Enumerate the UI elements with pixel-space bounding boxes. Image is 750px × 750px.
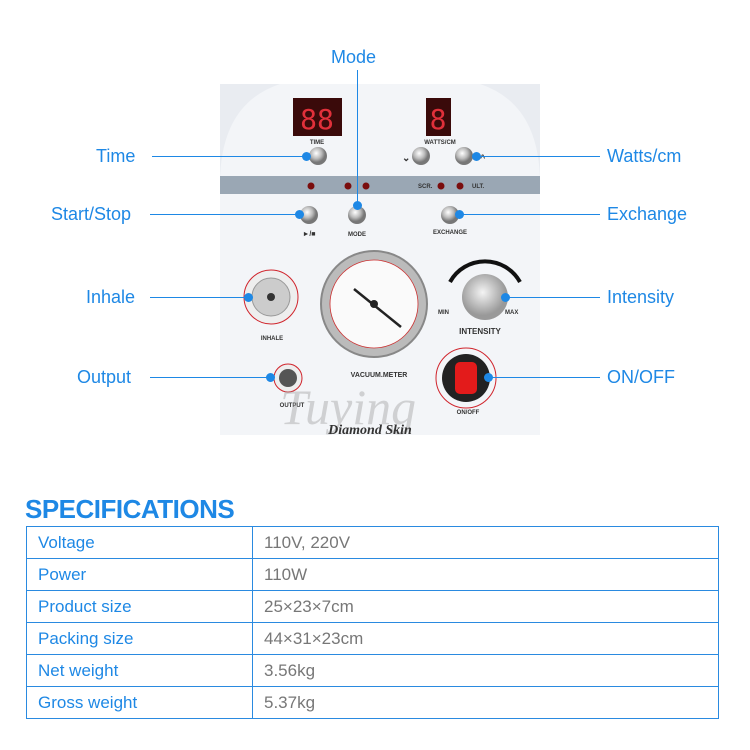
callout-on-off: ON/OFF	[607, 367, 675, 387]
callout-mode-dot	[353, 201, 362, 210]
time-display-digits: 88	[300, 103, 334, 136]
spec-key: Net weight	[26, 654, 253, 687]
exchange-label: EXCHANGE	[433, 230, 467, 236]
callout-output: Output	[77, 367, 132, 387]
chevron-up-icon: ^	[480, 153, 486, 163]
spec-key: Packing size	[26, 622, 253, 655]
mode-button[interactable]	[348, 206, 366, 224]
spec-value: 44×31×23cm	[252, 622, 719, 655]
callout-mode-line	[357, 70, 358, 205]
callout-watts: Watts/cm	[607, 146, 682, 166]
callout-start-stop-line	[150, 214, 299, 215]
max-label: MAX	[505, 310, 518, 316]
callout-time-line	[152, 156, 306, 157]
watts-display-digit: 8	[430, 103, 447, 136]
watts-up-button[interactable]	[455, 147, 473, 165]
indicator-leds	[307, 182, 464, 190]
callout-intensity-line	[505, 297, 600, 298]
spec-key: Gross weight	[26, 686, 253, 719]
callout-exchange-line	[459, 214, 600, 215]
output-label: OUTPUT	[280, 403, 305, 409]
intensity-label: INTENSITY	[459, 327, 501, 336]
callout-intensity-dot	[501, 293, 510, 302]
callout-inhale: Inhale	[86, 287, 136, 307]
ult-label: ULT.	[472, 184, 485, 190]
start-stop-button[interactable]	[300, 206, 318, 224]
mode-label: MODE	[348, 232, 366, 238]
product-name: Diamond Skin	[327, 423, 412, 435]
callout-exchange-dot	[455, 210, 464, 219]
time-label: TIME	[310, 140, 324, 146]
callout-inhale-dot	[244, 293, 253, 302]
callout-exchange: Exchange	[607, 204, 688, 224]
callout-on-off-dot	[484, 373, 493, 382]
spec-value: 5.37kg	[252, 686, 719, 719]
spec-key: Product size	[26, 590, 253, 623]
spec-value: 3.56kg	[252, 654, 719, 687]
spec-value: 110W	[252, 558, 719, 591]
callout-start-stop: Start/Stop	[51, 204, 132, 224]
specifications-title: SPECIFICATIONS	[25, 494, 235, 524]
spec-value: 110V, 220V	[252, 526, 719, 559]
watts-down-button[interactable]	[412, 147, 430, 165]
callout-time-dot	[302, 152, 311, 161]
callout-on-off-line	[488, 377, 600, 378]
spec-key: Voltage	[26, 526, 253, 559]
time-display	[293, 98, 342, 136]
min-label: MIN	[438, 310, 449, 316]
callout-watts-dot	[472, 152, 481, 161]
start-stop-label: ►/■	[302, 231, 315, 238]
callout-output-dot	[266, 373, 275, 382]
vacuum-meter-label: VACUUM.METER	[351, 372, 408, 379]
brand-watermark: Tuying	[280, 379, 416, 435]
watts-label: WATTS/CM	[424, 140, 456, 146]
spec-key: Power	[26, 558, 253, 591]
callout-mode: Mode	[331, 47, 377, 67]
chevron-down-icon: ⌄	[402, 153, 410, 164]
intensity-knob[interactable]	[462, 274, 508, 320]
callout-inhale-line	[150, 297, 248, 298]
callout-output-line	[150, 377, 270, 378]
watts-display	[426, 98, 451, 136]
scr-label: SCR.	[418, 184, 433, 190]
callout-start-stop-dot	[295, 210, 304, 219]
power-switch[interactable]	[455, 362, 477, 394]
on-off-label: ON/OFF	[457, 410, 480, 416]
exchange-button[interactable]	[441, 206, 459, 224]
callout-intensity: Intensity	[607, 287, 675, 307]
callout-time: Time	[96, 146, 136, 166]
callout-watts-line	[476, 156, 600, 157]
inhale-label: INHALE	[261, 336, 283, 342]
device-panel-photo: 88 TIME 8 WATTS/CM ⌄ ^ SCR. ULT. ►/■ MOD…	[220, 84, 540, 435]
spec-value: 25×23×7cm	[252, 590, 719, 623]
time-button[interactable]	[309, 147, 327, 165]
